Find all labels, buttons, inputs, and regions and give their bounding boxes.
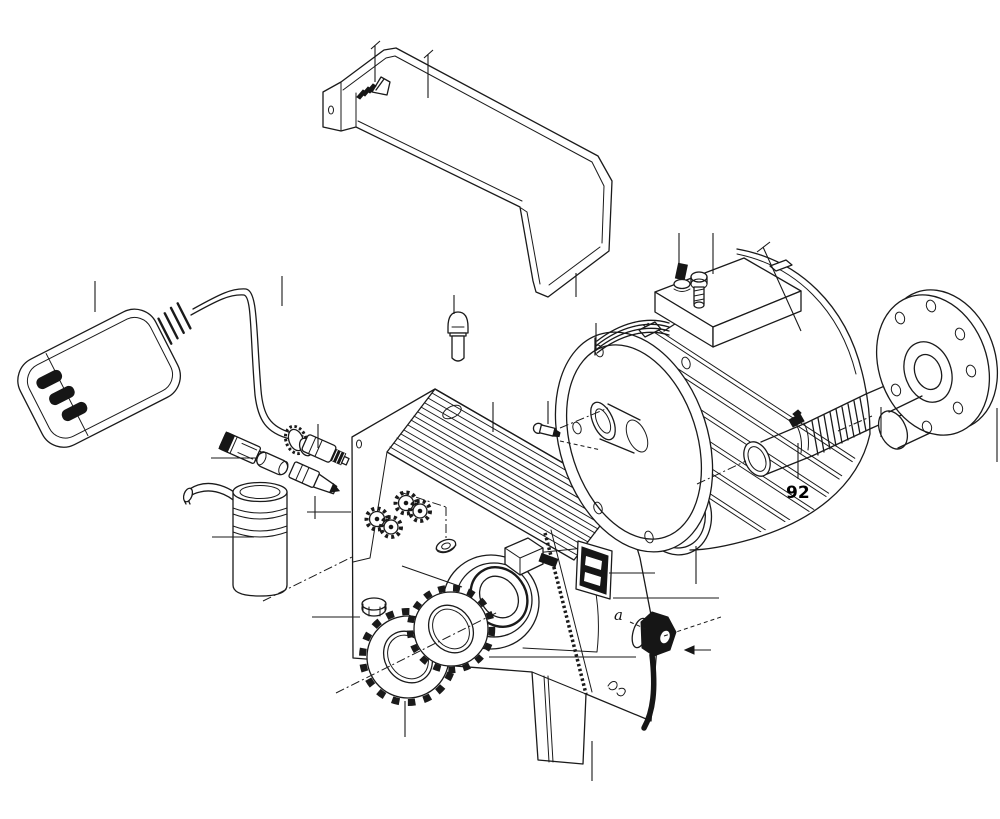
spacer-sleeve xyxy=(256,451,289,476)
flat-nut xyxy=(435,538,457,554)
housing-cooling-fins xyxy=(386,388,623,561)
part-number-92-label: 92 xyxy=(786,483,810,503)
terminal-screw xyxy=(690,271,708,309)
mounting-flange xyxy=(875,289,999,450)
bracket-screw xyxy=(356,76,391,100)
motor-terminal-box xyxy=(654,257,802,348)
coupling-sleeve xyxy=(743,409,813,477)
power-cable xyxy=(190,288,304,443)
hex-nut xyxy=(361,597,387,617)
mounting-bracket xyxy=(322,47,613,298)
coupling-clamp-screw xyxy=(788,409,805,428)
power-plug xyxy=(17,302,192,448)
fluid-canister xyxy=(232,481,288,597)
hex-head-bolt xyxy=(447,311,469,362)
cable-gland xyxy=(631,611,677,731)
terminal-bolt xyxy=(673,262,691,292)
leader-lines xyxy=(94,40,998,781)
motor-shaft xyxy=(590,401,649,454)
gland-cable xyxy=(641,652,657,731)
mounting-bolt-small xyxy=(532,422,561,438)
axis-lines xyxy=(262,407,873,694)
cable-connector xyxy=(283,424,350,466)
stud-block xyxy=(504,537,559,576)
annotation-a-label: a xyxy=(614,606,623,624)
corrugated-coupling xyxy=(805,393,873,457)
toothed-lock-washer-front xyxy=(406,584,496,674)
knurled-nuts xyxy=(364,490,432,539)
nozzle-fitting xyxy=(288,461,341,495)
wire-loom xyxy=(594,319,670,356)
rocker-switch xyxy=(575,540,613,600)
electric-motor xyxy=(554,248,872,553)
